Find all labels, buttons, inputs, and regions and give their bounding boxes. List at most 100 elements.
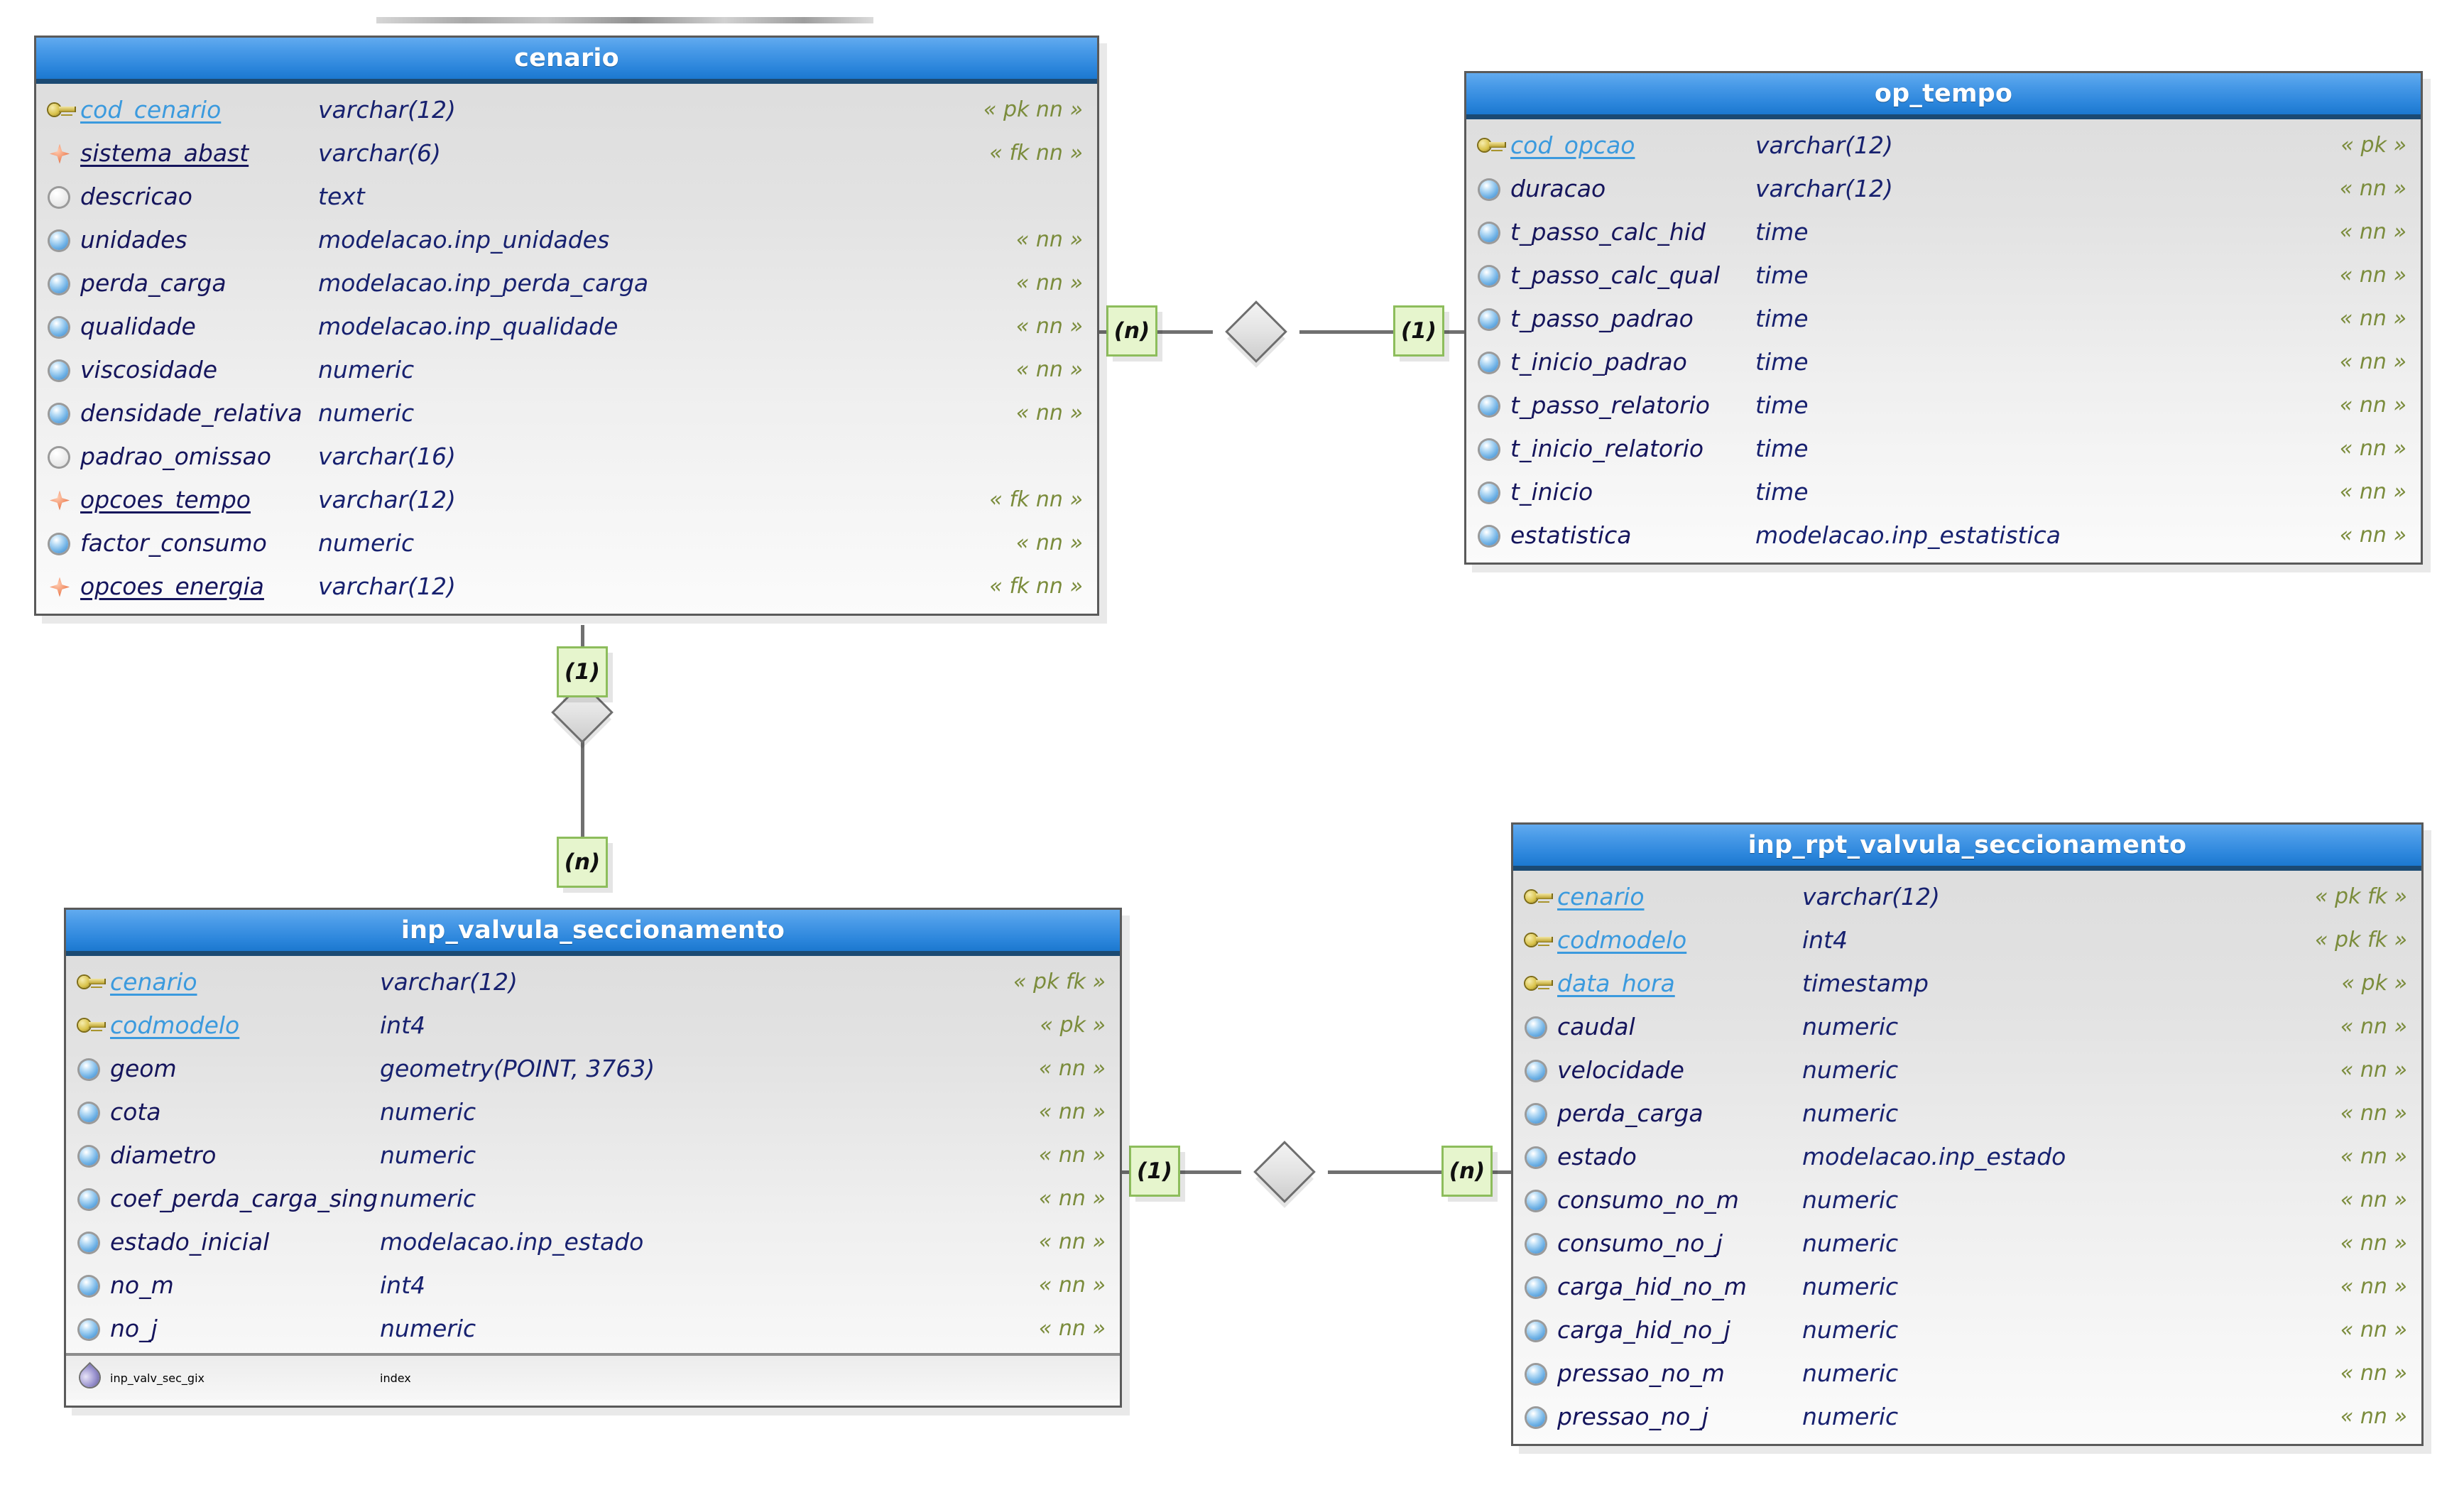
column-name: cod_cenario bbox=[80, 96, 222, 124]
notnull-icon bbox=[1476, 261, 1508, 290]
column-name: geom bbox=[110, 1055, 177, 1082]
column-name: coef_perda_carga_sing bbox=[110, 1185, 378, 1212]
entity-header-cenario[interactable]: cenario bbox=[36, 38, 1097, 84]
column-datatype: numeric bbox=[1802, 1013, 1899, 1040]
column-stereotype: « nn » bbox=[2340, 1101, 2407, 1126]
entity-header-inp-valvula-seccionamento[interactable]: inp_valvula_seccionamento bbox=[66, 910, 1120, 956]
notnull-icon bbox=[76, 1315, 107, 1343]
relationship-diamond-valvula-rpt[interactable] bbox=[1253, 1141, 1316, 1203]
column-name: opcoes_energia bbox=[80, 572, 264, 600]
key-icon bbox=[1476, 131, 1508, 160]
key-icon bbox=[1523, 926, 1554, 955]
column-datatype: numeric bbox=[318, 399, 415, 427]
relationship-diamond-cenario-op-tempo[interactable] bbox=[1225, 300, 1287, 363]
column-datatype: time bbox=[1755, 435, 1809, 462]
column-stereotype: « nn » bbox=[2340, 1144, 2407, 1169]
column-name: cota bbox=[110, 1098, 161, 1126]
column-name: codmodelo bbox=[110, 1011, 240, 1039]
column-stereotype: « pk nn » bbox=[983, 97, 1083, 122]
column-stereotype: « nn » bbox=[1038, 1186, 1106, 1211]
column-stereotype: « nn » bbox=[1038, 1316, 1106, 1341]
connector-line-cenario-valvula-top bbox=[581, 625, 584, 655]
column-name: cenario bbox=[110, 968, 197, 996]
column-stereotype: « nn » bbox=[2339, 263, 2406, 288]
column-datatype: time bbox=[1755, 478, 1809, 506]
notnull-icon bbox=[1476, 478, 1508, 506]
entity-title: inp_rpt_valvula_seccionamento bbox=[1748, 831, 2187, 859]
notnull-icon bbox=[76, 1185, 107, 1213]
foreign-key-icon bbox=[46, 139, 77, 168]
notnull-icon bbox=[1523, 1403, 1554, 1431]
column-stereotype: « nn » bbox=[1015, 531, 1083, 555]
index-type: index bbox=[380, 1371, 411, 1385]
entity-header-op-tempo[interactable]: op_tempo bbox=[1466, 73, 2421, 119]
column-datatype: varchar(6) bbox=[318, 139, 441, 167]
column-datatype: modelacao.inp_estatistica bbox=[1755, 521, 2061, 549]
column-name: unidades bbox=[80, 226, 187, 254]
notnull-icon bbox=[1523, 1273, 1554, 1301]
column-datatype: int4 bbox=[380, 1271, 426, 1299]
column-name: cenario bbox=[1557, 883, 1645, 911]
column-stereotype: « nn » bbox=[2340, 1404, 2407, 1429]
entity-title: cenario bbox=[514, 44, 619, 72]
column-datatype: geometry(POINT, 3763) bbox=[380, 1055, 655, 1082]
cardinality-valvula-rpt-to: (n) bbox=[1441, 1146, 1493, 1197]
column-datatype: varchar(12) bbox=[318, 486, 456, 513]
entity-header-inp-rpt-valvula-seccionamento[interactable]: inp_rpt_valvula_seccionamento bbox=[1513, 825, 2421, 871]
cardinality-valvula-rpt-from: (1) bbox=[1129, 1146, 1180, 1197]
column-name: padrao_omissao bbox=[80, 442, 271, 470]
column-stereotype: « nn » bbox=[1015, 357, 1083, 382]
column-name: perda_carga bbox=[80, 269, 227, 297]
